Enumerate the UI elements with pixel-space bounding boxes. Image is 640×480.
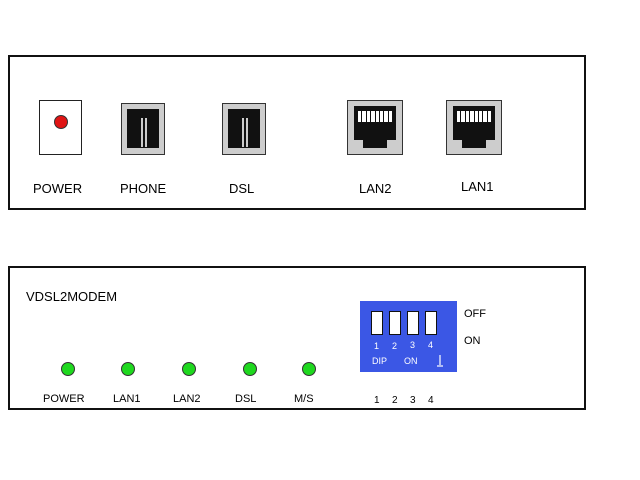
dip-number-1: 1: [374, 341, 380, 351]
lan2-port-icon[interactable]: [347, 100, 403, 155]
dip-number-3: 3: [410, 340, 416, 350]
power-indicator-icon: [54, 115, 68, 129]
dip-switch[interactable]: 1 2 3 4 DIP ON: [360, 301, 457, 372]
off-label: OFF: [464, 308, 486, 320]
phone-port-icon[interactable]: [121, 103, 165, 155]
dip-on-text: ON: [404, 356, 418, 366]
dip-bottom-number-1: 1: [374, 395, 380, 406]
led-label-lan1: LAN1: [113, 393, 141, 405]
lan1-led-icon: [121, 362, 135, 376]
dip-switch-4[interactable]: [425, 311, 437, 335]
port-label-power: POWER: [33, 181, 83, 196]
port-label-dsl: DSL: [229, 181, 255, 196]
led-label-dsl: DSL: [235, 393, 257, 405]
device-title: VDSL2MODEM: [26, 289, 118, 304]
dip-number-2: 2: [392, 341, 398, 351]
dip-bottom-number-4: 4: [428, 395, 434, 406]
port-label-lan2: LAN2: [359, 181, 392, 196]
dip-switch-1[interactable]: [371, 311, 383, 335]
arrow-down-icon: [437, 355, 443, 367]
dip-switch-3[interactable]: [407, 311, 419, 335]
lan1-port-icon[interactable]: [446, 100, 502, 155]
led-label-lan2: LAN2: [173, 393, 201, 405]
on-label: ON: [464, 335, 481, 347]
dip-switch-2[interactable]: [389, 311, 401, 335]
dsl-port-icon[interactable]: [222, 103, 266, 155]
front-panel: VDSL2MODEM POWER LAN1 LAN2 DSL M/S 1 2 3…: [8, 266, 586, 410]
power-button[interactable]: [39, 100, 82, 155]
lan2-led-icon: [182, 362, 196, 376]
ms-led-icon: [302, 362, 316, 376]
dip-bottom-number-2: 2: [392, 395, 398, 406]
dsl-led-icon: [243, 362, 257, 376]
dip-text: DIP: [372, 356, 388, 366]
port-label-lan1: LAN1: [461, 179, 494, 194]
dip-number-4: 4: [428, 340, 434, 350]
power-led-icon: [61, 362, 75, 376]
dip-bottom-number-3: 3: [410, 395, 416, 406]
port-label-phone: PHONE: [120, 181, 167, 196]
led-label-ms: M/S: [294, 393, 314, 405]
led-label-power: POWER: [43, 393, 85, 405]
rear-panel: POWER PHONE DSL LAN2 LAN1: [8, 55, 586, 210]
